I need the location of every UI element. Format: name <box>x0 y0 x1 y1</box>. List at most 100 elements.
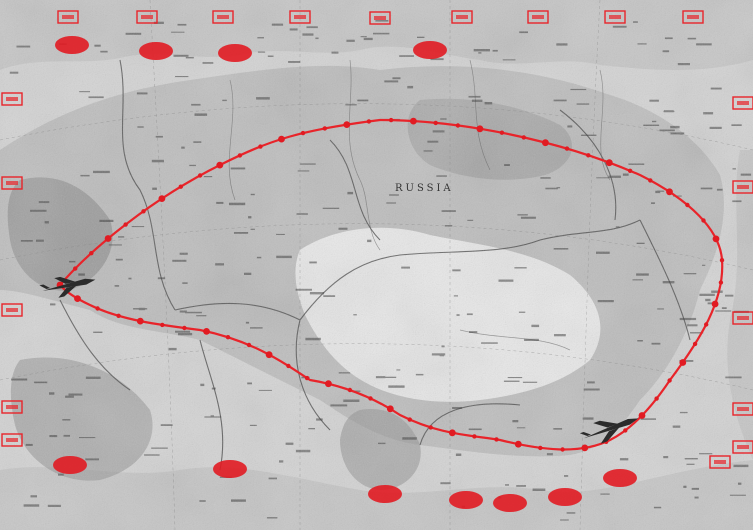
red-rectangle-icon-fill <box>294 15 306 19</box>
red-rectangle-icon-fill <box>714 460 726 464</box>
red-rectangle-icon-fill <box>737 407 749 411</box>
red-dot-icon <box>300 130 306 136</box>
airplane-icon <box>39 276 96 298</box>
red-rectangle-icon <box>732 96 753 110</box>
airplane-icon <box>579 418 639 444</box>
red-oval-icon <box>493 494 527 512</box>
red-rectangle-icon <box>732 440 753 454</box>
red-rectangle-icon-fill <box>737 185 749 189</box>
city-markers <box>53 36 637 512</box>
red-dot-icon <box>701 218 706 223</box>
red-dot-icon <box>433 120 438 126</box>
red-oval-icon <box>603 469 637 487</box>
red-rectangle-icon-fill <box>737 101 749 105</box>
red-dot-icon <box>104 235 112 242</box>
red-dot-icon <box>366 119 372 124</box>
red-rectangle-icon-fill <box>374 16 386 20</box>
red-dot-icon <box>265 351 273 359</box>
red-dot-icon <box>476 125 484 133</box>
red-dot-icon <box>116 313 121 318</box>
red-dot-icon <box>711 300 719 308</box>
red-dot-icon <box>712 235 720 243</box>
red-rectangle-icon <box>451 10 473 24</box>
red-dot-icon <box>368 396 373 401</box>
red-dot-icon <box>605 159 613 167</box>
red-dot-icon <box>560 447 565 452</box>
red-oval-icon <box>53 456 87 474</box>
red-rectangle-icon-fill <box>6 405 18 409</box>
red-dot-icon <box>136 317 144 325</box>
red-dot-icon <box>494 437 499 442</box>
red-dot-icon <box>278 135 285 143</box>
red-dot-icon <box>521 135 526 140</box>
red-rectangle-icon-fill <box>6 308 18 312</box>
red-rectangle-icon <box>1 92 23 106</box>
red-dot-icon <box>304 375 310 381</box>
flight-route <box>58 118 724 451</box>
edge-markers <box>1 10 753 469</box>
red-rectangle-icon <box>212 10 234 24</box>
red-rectangle-icon <box>369 11 391 25</box>
red-dot-icon <box>704 322 709 327</box>
red-rectangle-icon-fill <box>217 15 229 19</box>
red-rectangle-icon-fill <box>532 15 544 19</box>
red-rectangle-icon <box>732 311 753 325</box>
red-dot-icon <box>322 126 327 131</box>
red-dot-icon <box>160 322 165 328</box>
red-dot-icon <box>123 222 128 227</box>
red-dot-icon <box>286 363 291 369</box>
red-oval-icon <box>548 488 582 506</box>
red-dot-icon <box>246 342 252 348</box>
red-dot-icon <box>407 417 412 422</box>
red-rectangle-icon-fill <box>141 15 153 19</box>
red-dot-icon <box>654 396 659 401</box>
red-dot-icon <box>428 425 433 430</box>
red-dot-icon <box>719 258 725 263</box>
red-dot-icon <box>225 335 231 340</box>
red-dot-icon <box>343 121 351 128</box>
red-dot-icon <box>216 161 224 169</box>
red-dot-icon <box>178 184 183 189</box>
red-dot-icon <box>499 130 505 135</box>
red-rectangle-icon <box>1 400 23 414</box>
red-rectangle-icon-fill <box>737 445 749 449</box>
red-rectangle-icon <box>289 10 311 24</box>
red-dot-icon <box>638 412 646 419</box>
region-label: RUSSIA <box>395 183 454 194</box>
red-rectangle-icon <box>732 402 753 416</box>
red-rectangle-icon-fill <box>6 181 18 185</box>
red-dot-icon <box>685 202 690 208</box>
red-dot-icon <box>623 428 628 433</box>
red-dot-icon <box>667 378 672 383</box>
red-dot-icon <box>410 117 417 125</box>
red-dot-icon <box>472 434 477 439</box>
red-dot-icon <box>74 295 81 302</box>
red-dot-icon <box>197 173 203 178</box>
red-dot-icon <box>455 123 461 128</box>
red-dot-icon <box>514 440 522 448</box>
red-rectangle-icon-fill <box>687 15 699 19</box>
red-rectangle-icon <box>527 10 549 24</box>
red-oval-icon <box>368 485 402 503</box>
red-dot-icon <box>679 359 687 366</box>
red-rectangle-icon-fill <box>456 15 468 19</box>
red-dot-icon <box>692 341 698 347</box>
red-dot-icon <box>386 405 394 413</box>
red-rectangle-icon <box>682 10 704 24</box>
red-dot-icon <box>564 146 570 151</box>
red-rectangle-icon <box>1 303 23 317</box>
red-dot-icon <box>95 306 100 311</box>
red-rectangle-icon-fill <box>62 15 74 19</box>
red-dot-icon <box>237 153 243 158</box>
red-rectangle-icon-fill <box>609 15 621 19</box>
red-dot-icon <box>182 325 187 331</box>
red-oval-icon <box>413 41 447 59</box>
red-oval-icon <box>218 44 252 62</box>
red-rectangle-icon-fill <box>737 316 749 320</box>
red-dot-icon <box>347 387 353 393</box>
red-dot-icon <box>158 195 166 203</box>
red-dot-icon <box>388 117 394 123</box>
red-dot-icon <box>586 153 591 158</box>
